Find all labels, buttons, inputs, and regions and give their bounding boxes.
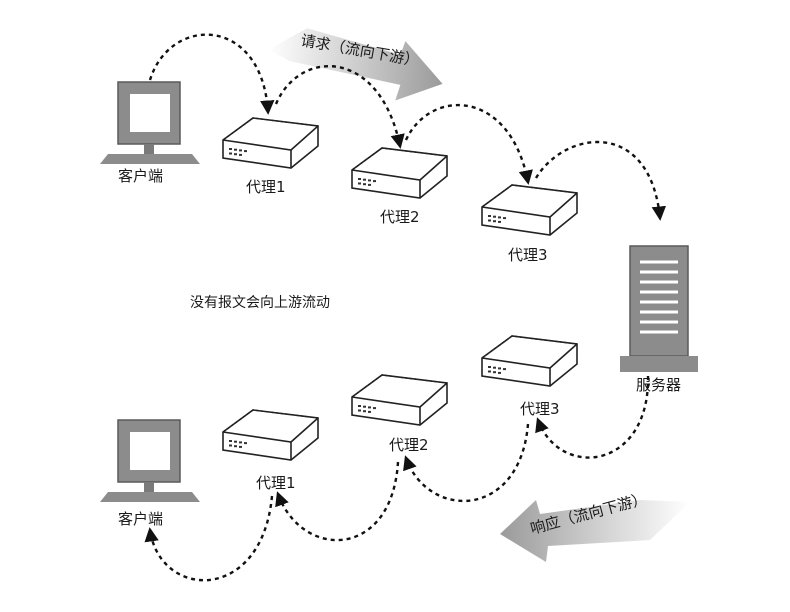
request-proxy2-label: 代理2 <box>380 208 420 226</box>
response-hop-proxy3-proxy2 <box>403 423 530 503</box>
response-proxy2-label: 代理2 <box>389 436 429 454</box>
request-hop-client-proxy1 <box>148 33 275 115</box>
response-proxy3-icon <box>481 335 578 387</box>
response-hop-server-proxy3 <box>535 375 650 459</box>
server-icon <box>620 245 698 372</box>
response-client-computer-icon <box>99 419 201 503</box>
server-label: 服务器 <box>636 376 681 394</box>
no-upstream-note: 没有报文会向上游流动 <box>190 295 330 311</box>
client-computer-icon <box>99 81 201 165</box>
response-proxy3-label: 代理3 <box>520 400 560 418</box>
response-direction-arrow <box>500 500 690 562</box>
request-proxy3-label: 代理3 <box>508 246 548 264</box>
request-direction-arrow <box>268 28 443 101</box>
response-proxy2-icon <box>351 374 448 426</box>
response-hop-proxy2-proxy1 <box>275 461 400 542</box>
response-hop-proxy1-client <box>144 495 274 582</box>
request-hop-proxy3-server <box>534 140 667 221</box>
request-proxy3-icon <box>481 184 578 236</box>
request-proxy2-icon <box>351 147 448 199</box>
response-client-label: 客户端 <box>118 510 163 528</box>
request-proxy1-icon <box>222 117 319 169</box>
request-hop-proxy2-proxy3 <box>404 103 533 185</box>
request-client-label: 客户端 <box>118 167 163 185</box>
response-proxy1-icon <box>222 409 319 461</box>
request-proxy1-label: 代理1 <box>246 178 286 196</box>
response-proxy1-label: 代理1 <box>256 474 296 492</box>
